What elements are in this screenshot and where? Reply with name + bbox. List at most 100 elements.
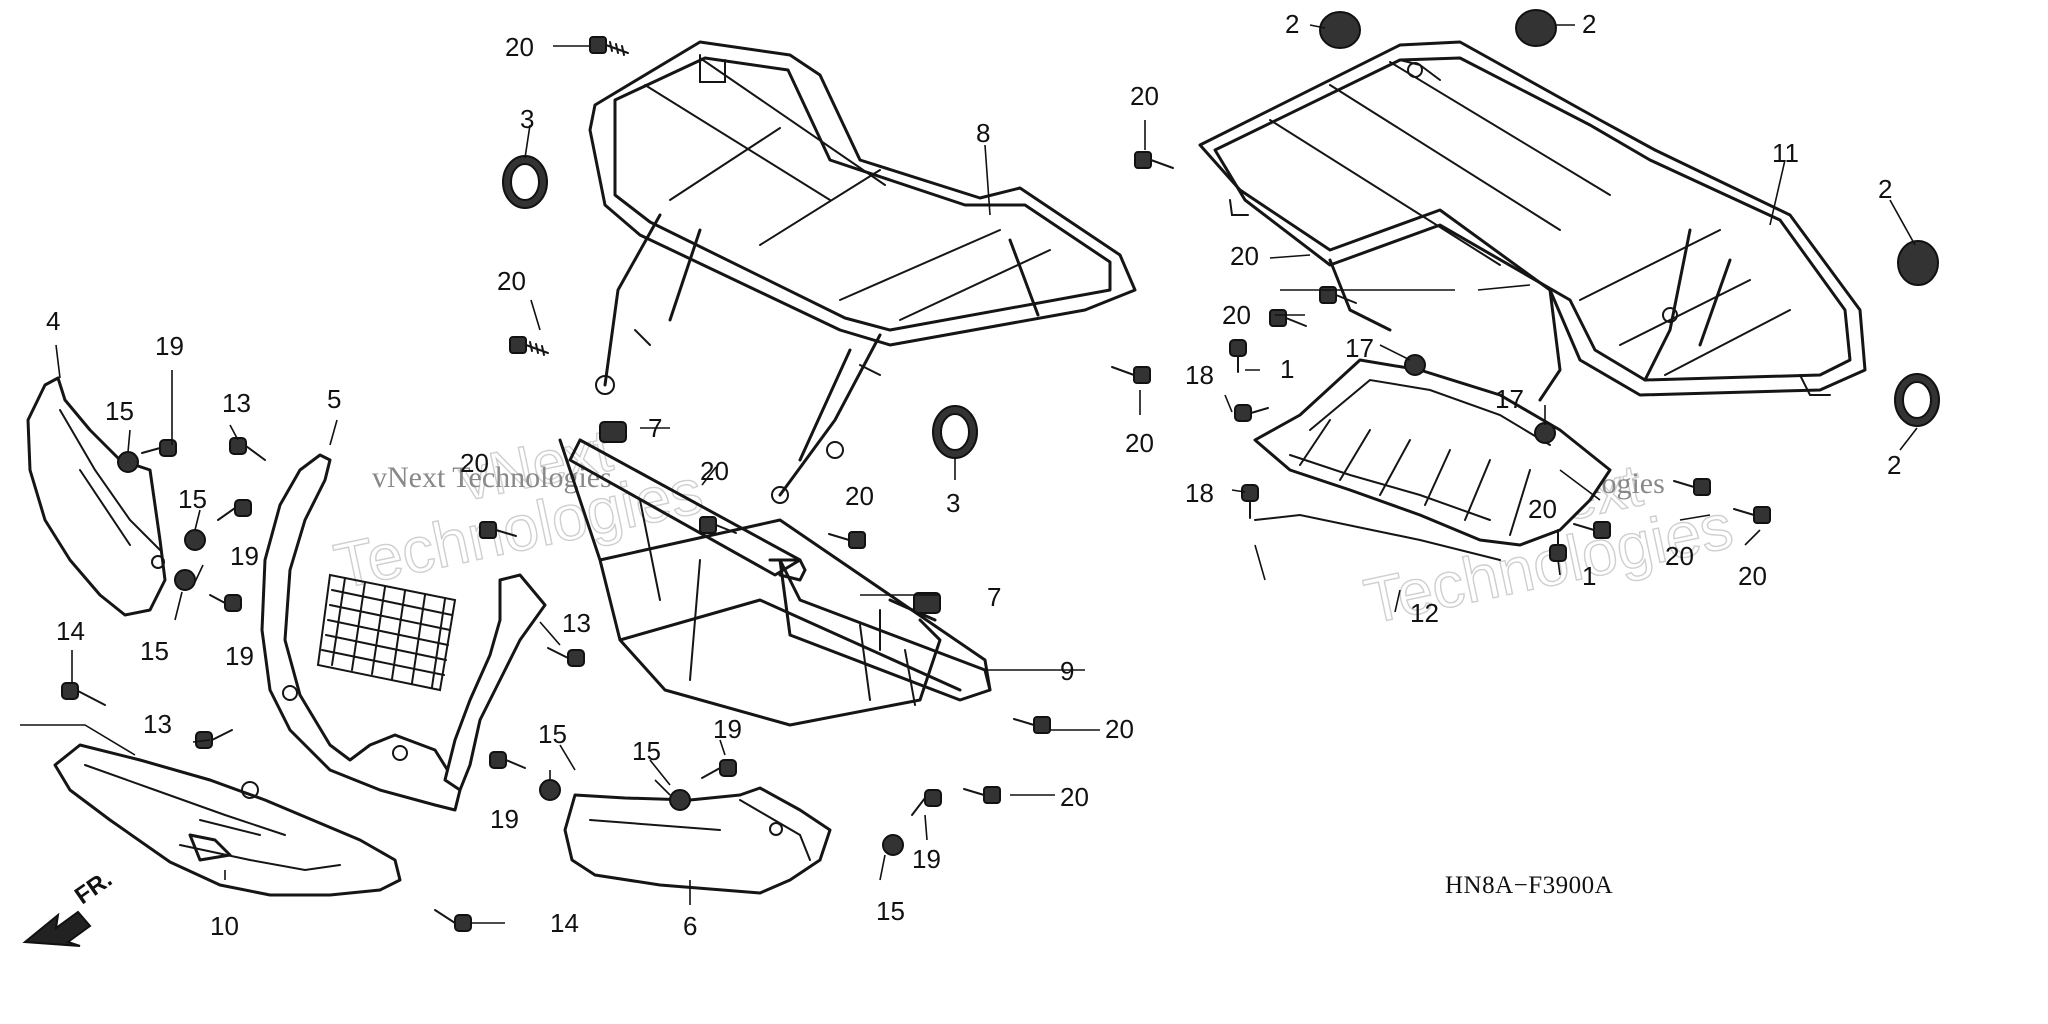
callout-15: 15 [178, 484, 207, 514]
screw-icon [701, 759, 737, 779]
callout-19: 19 [713, 714, 742, 744]
callout-20: 20 [1222, 300, 1251, 330]
nut-icon [599, 421, 627, 443]
screw-icon [911, 789, 942, 816]
bolt-icon [509, 336, 549, 356]
callout-10: 10 [210, 911, 239, 941]
washer-icon [882, 834, 904, 856]
bolt-icon [1573, 521, 1611, 539]
washer-icon [669, 789, 691, 811]
callout-3: 3 [520, 104, 534, 134]
callout-20: 20 [1125, 428, 1154, 458]
callout-20: 20 [1528, 494, 1557, 524]
bolt-icon [828, 531, 866, 549]
screw-icon [61, 682, 106, 706]
screw-icon [209, 594, 242, 612]
screw-icon [229, 437, 266, 461]
grommet-icon [1319, 11, 1361, 49]
callout-15: 15 [876, 896, 905, 926]
screw-icon [1234, 404, 1269, 422]
callout-15: 15 [632, 736, 661, 766]
rear-skid-plate [1253, 358, 1612, 561]
screw-icon [1549, 529, 1567, 562]
screw-icon [1229, 339, 1247, 373]
callout-20: 20 [845, 481, 874, 511]
bolt-icon [699, 516, 737, 534]
washer-icon [539, 779, 561, 801]
callout-20: 20 [700, 456, 729, 486]
bumper-mesh [316, 573, 457, 692]
callout-2: 2 [1878, 174, 1892, 204]
screw-icon [434, 909, 472, 932]
callout-20: 20 [1738, 561, 1767, 591]
callout-19: 19 [230, 541, 259, 571]
screw-icon [1241, 484, 1259, 519]
callout-14: 14 [56, 616, 85, 646]
grommet-icon [502, 155, 548, 209]
callout-2: 2 [1887, 450, 1901, 480]
fasteners [61, 9, 1940, 932]
screw-icon [217, 499, 252, 521]
nut-icon [913, 592, 941, 614]
front-fender-cover-right [563, 786, 832, 895]
callout-15: 15 [105, 396, 134, 426]
front-arrow-icon [22, 910, 92, 947]
callout-18: 18 [1185, 478, 1214, 508]
callout-14: 14 [550, 908, 579, 938]
callout-19: 19 [912, 844, 941, 874]
screw-icon [141, 439, 177, 457]
callout-9: 9 [1060, 656, 1074, 686]
screw-icon [195, 729, 233, 749]
callout-7: 7 [987, 582, 1001, 612]
callout-3: 3 [946, 488, 960, 518]
callout-13: 13 [143, 709, 172, 739]
washer-icon [1404, 354, 1426, 376]
callout-19: 19 [155, 331, 184, 361]
callout-4: 4 [46, 306, 60, 336]
bolt-icon [479, 521, 517, 539]
callout-13: 13 [222, 388, 251, 418]
callout-20: 20 [1665, 541, 1694, 571]
callout-7: 7 [648, 413, 662, 443]
bolt-icon [1319, 286, 1357, 304]
callout-20: 20 [1060, 782, 1089, 812]
callout-2: 2 [1582, 9, 1596, 39]
callout-11: 11 [1772, 138, 1799, 168]
callout-12: 12 [1410, 598, 1439, 628]
drawing-code: HN8A−F3900A [1445, 872, 1613, 899]
bolt-icon [1134, 151, 1174, 169]
callout-1: 1 [1582, 561, 1596, 591]
front-fender-cover-left [26, 376, 167, 617]
callout-20: 20 [1230, 241, 1259, 271]
screw-icon [547, 647, 585, 667]
washer-icon [174, 569, 196, 591]
front-arrow-label: FR. [70, 866, 117, 910]
bolt-icon [963, 786, 1001, 804]
callout-17: 17 [1345, 333, 1374, 363]
callout-6: 6 [683, 911, 697, 941]
callout-20: 20 [497, 266, 526, 296]
bolt-icon [1013, 716, 1051, 734]
callout-13: 13 [562, 608, 591, 638]
callout-18: 18 [1185, 360, 1214, 390]
callout-20: 20 [1105, 714, 1134, 744]
front-carrier-rack [588, 40, 1137, 504]
callout-19: 19 [225, 641, 254, 671]
callout-20: 20 [505, 32, 534, 62]
washer-icon [117, 451, 139, 473]
washer-icon [184, 529, 206, 551]
callout-8: 8 [976, 118, 990, 148]
callout-15: 15 [140, 636, 169, 666]
front-bumper-guard [260, 453, 547, 812]
callout-20: 20 [460, 448, 489, 478]
front-lower-guard [53, 743, 402, 897]
callout-1: 1 [1280, 354, 1294, 384]
grommet-icon [1894, 373, 1940, 427]
leader-lines [20, 24, 1918, 924]
front-direction-indicator: FR. [22, 866, 117, 947]
callout-15: 15 [538, 719, 567, 749]
grommet-icon [1515, 9, 1557, 47]
front-subframe [558, 438, 992, 727]
screw-icon [489, 751, 526, 769]
